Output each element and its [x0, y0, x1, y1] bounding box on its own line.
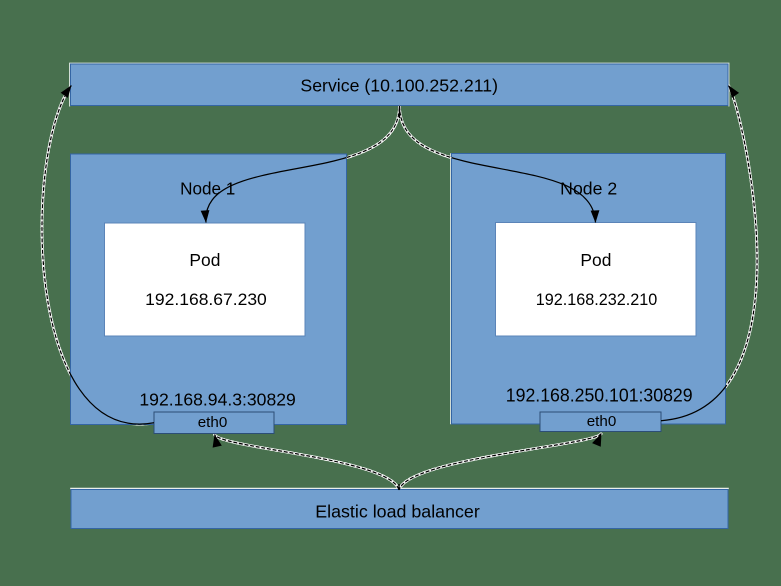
svg-text:Pod: Pod: [189, 250, 220, 270]
svg-text:Pod: Pod: [580, 250, 611, 270]
svg-text:Node 1: Node 1: [180, 180, 235, 199]
svg-text:Service (10.100.252.211): Service (10.100.252.211): [300, 76, 498, 96]
svg-text:eth0: eth0: [198, 414, 228, 431]
svg-text:192.168.232.210: 192.168.232.210: [536, 291, 658, 309]
svg-text:Node 2: Node 2: [560, 180, 617, 199]
svg-text:eth0: eth0: [587, 413, 617, 430]
svg-text:192.168.94.3:30829: 192.168.94.3:30829: [139, 390, 295, 410]
svg-text:Elastic load balancer: Elastic load balancer: [315, 502, 480, 522]
svg-text:192.168.67.230: 192.168.67.230: [145, 291, 267, 309]
svg-text:192.168.250.101:30829: 192.168.250.101:30829: [506, 385, 693, 406]
